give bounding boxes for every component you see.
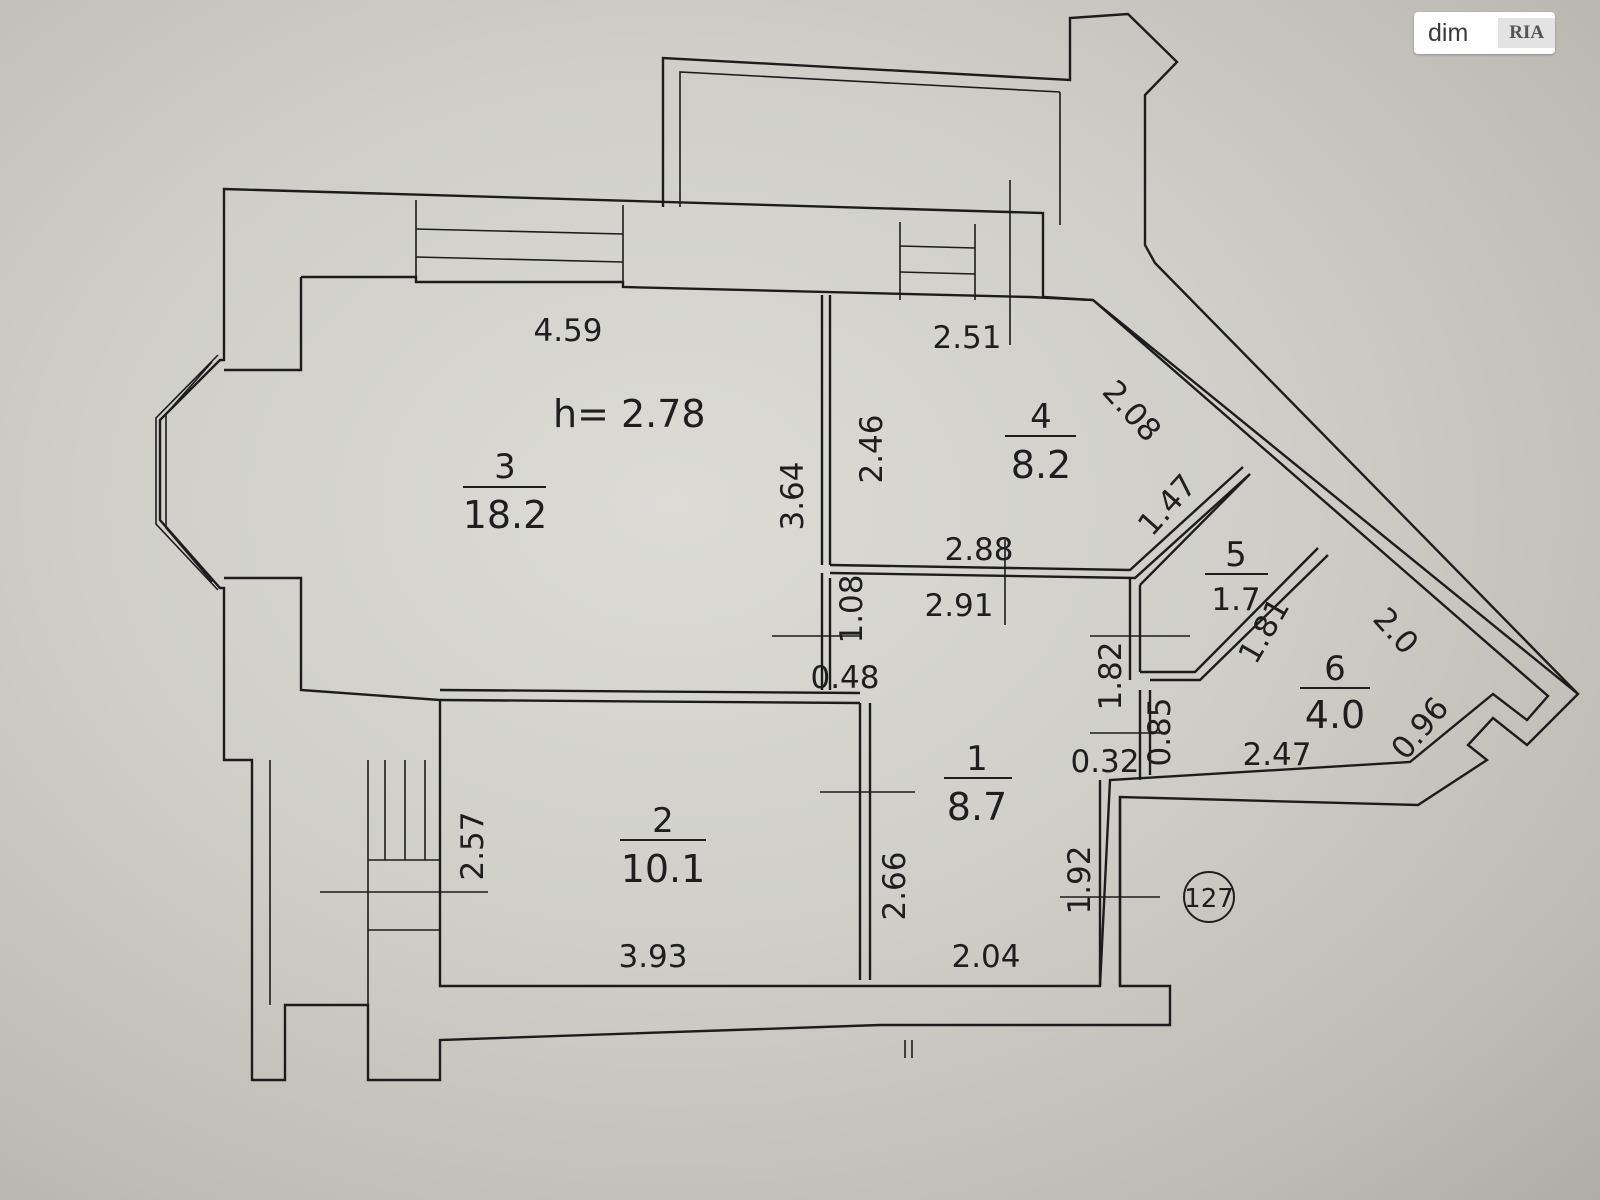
dim-r1-right: 1.82	[1093, 641, 1129, 710]
svg-text:6: 6	[1324, 649, 1346, 689]
dim-r6-diag: 2.0	[1366, 601, 1426, 662]
apartment-number: 127	[1183, 871, 1235, 923]
svg-text:18.2: 18.2	[463, 493, 548, 537]
dim-r4-bottom: 2.88	[944, 532, 1013, 568]
dim-r6-end: 0.96	[1384, 691, 1456, 767]
room-6-label: 6 4.0	[1300, 649, 1370, 737]
room-labels: 3 18.2 4 8.2 5 1.7 6 4.0 1 8.7 2 10.1	[463, 392, 1370, 891]
dim-r1-entry: 1.92	[1062, 845, 1098, 914]
ceiling-height-label: h= 2.78	[553, 392, 706, 436]
dim-r3-top: 4.59	[533, 313, 602, 349]
svg-text:10.1: 10.1	[621, 847, 706, 891]
svg-text:4: 4	[1030, 397, 1052, 437]
svg-text:5: 5	[1225, 535, 1247, 575]
watermark-logo-icon: RIA	[1498, 18, 1555, 48]
svg-text:1: 1	[966, 739, 988, 779]
watermark-brand-text: dim	[1428, 18, 1469, 47]
dim-r1-door: 1.08	[834, 574, 870, 643]
outer-walls	[155, 12, 1580, 1082]
svg-text:3: 3	[494, 447, 516, 487]
svg-text:4.0: 4.0	[1305, 693, 1365, 737]
watermark-badge: dim RIA	[1414, 12, 1555, 54]
dim-r6-bottom: 2.47	[1242, 737, 1311, 773]
room-2-label: 2 10.1	[620, 801, 706, 891]
dim-r1-bottom: 2.04	[951, 939, 1020, 975]
dim-r4-top: 2.51	[932, 320, 1001, 356]
room-3-label: 3 18.2	[463, 447, 548, 537]
dim-r4-side: 2.46	[854, 414, 890, 483]
dim-r1-corner: 0.32	[1070, 744, 1139, 780]
svg-text:2: 2	[652, 801, 674, 841]
dim-r1-left: 2.66	[877, 851, 913, 920]
dim-r1-top: 2.91	[924, 588, 993, 624]
dim-r4-diag: 2.08	[1095, 374, 1168, 449]
svg-text:1.7: 1.7	[1211, 582, 1260, 618]
room-5-label: 5 1.7	[1205, 535, 1268, 618]
dim-r1-small: 0.85	[1142, 697, 1178, 766]
svg-text:8.2: 8.2	[1011, 443, 1071, 487]
interior-walls	[439, 295, 1329, 1058]
dim-r1-wall: 0.48	[810, 660, 879, 696]
room-4-label: 4 8.2	[1005, 397, 1076, 487]
room-1-label: 1 8.7	[944, 739, 1012, 829]
dim-r2-side: 2.57	[455, 811, 491, 880]
dim-r2-bottom: 3.93	[618, 939, 687, 975]
svg-text:127: 127	[1184, 884, 1234, 914]
dim-r3-side: 3.64	[775, 461, 811, 530]
svg-text:8.7: 8.7	[947, 785, 1007, 829]
